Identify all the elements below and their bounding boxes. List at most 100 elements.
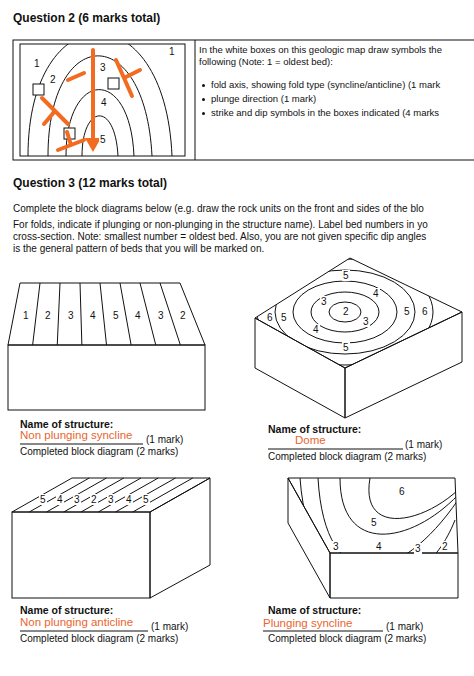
bed-number: 2: [441, 541, 449, 552]
instruction-text: Complete the block diagrams below (e.g. …: [13, 203, 424, 215]
block-side: [255, 318, 345, 418]
bullet-item: strike and dip symbols in the boxes indi…: [199, 107, 469, 119]
bullet-dot: [202, 84, 205, 87]
bed-number: 3: [99, 62, 107, 73]
instruction-text: is the general pattern of beds that you …: [13, 243, 264, 255]
block-front: [330, 553, 458, 598]
instruction-text: For folds, indicate if plunging or non-p…: [13, 219, 428, 231]
bed-boundary: [120, 283, 131, 345]
bed-number: 3: [157, 310, 165, 321]
field-label: Name of structure:: [268, 423, 361, 435]
bed-number: 3: [73, 494, 81, 505]
bed-boundary: [57, 283, 60, 345]
instruction-text: Completed block diagram (2 marks): [20, 633, 178, 645]
bed-boundary: [100, 283, 107, 345]
bed-rings: [257, 259, 433, 365]
bed-number: 1: [33, 58, 41, 69]
block-front: [8, 345, 205, 410]
bed-number: 4: [372, 288, 380, 299]
block-top: [255, 258, 462, 368]
bed-boundary: [29, 478, 89, 512]
block-front: [12, 512, 150, 598]
bed-number: 5: [403, 306, 411, 317]
bed-number: 6: [421, 306, 429, 317]
bed-number: 2: [90, 494, 98, 505]
handwritten-answer: Non plunging syncline: [20, 429, 133, 442]
bullet-item: plunge direction (1 mark): [199, 93, 469, 105]
field-label: Name of structure:: [268, 604, 361, 616]
answer-box: [108, 78, 119, 89]
bed-boundary: [80, 283, 82, 345]
answer-box: [33, 84, 44, 95]
bed-number: 1: [22, 310, 30, 321]
question-heading: Question 3 (12 marks total): [13, 177, 167, 191]
bed-number: 2: [342, 306, 350, 317]
bed-boundary: [98, 478, 158, 512]
answer-line: [268, 449, 403, 450]
map-frame: [20, 44, 185, 156]
instruction-text: In the white boxes on this geologic map …: [199, 44, 469, 69]
bed-boundary: [47, 478, 107, 512]
answer-line: [263, 631, 383, 632]
block-side: [345, 312, 462, 418]
map-beds: [28, 44, 172, 156]
table-frame: [13, 40, 474, 160]
bullet-dot: [202, 98, 205, 101]
handwritten-answer: Non plunging anticline: [20, 616, 133, 629]
instruction-cell: In the white boxes on this geologic map …: [199, 44, 469, 120]
field-label: Name of structure:: [20, 604, 113, 616]
bed-number: 4: [375, 541, 383, 552]
instruction-text: (1 mark): [386, 621, 423, 633]
bed-boundary: [116, 478, 176, 512]
bed-number: 5: [142, 494, 150, 505]
bed-number: 4: [134, 310, 142, 321]
bed-number: 2: [179, 310, 187, 321]
bed-number: 3: [320, 296, 328, 307]
bed-number: 2: [44, 310, 52, 321]
bed-number: 4: [125, 494, 133, 505]
bed-number: 5: [280, 312, 288, 323]
orange-annotations: [42, 50, 140, 150]
bed-number: 4: [312, 324, 320, 335]
instruction-text: Completed block diagram (2 marks): [268, 451, 426, 463]
block-top: [8, 283, 205, 345]
bed-number: 4: [56, 494, 64, 505]
bed-boundary: [64, 478, 124, 512]
bed-number: 3: [67, 310, 75, 321]
bed-number: 3: [414, 543, 422, 554]
question-heading: Question 2 (6 marks total): [13, 12, 160, 26]
bed-number: 5: [99, 134, 107, 145]
block-side: [288, 478, 330, 598]
bed-number: 3: [107, 494, 115, 505]
instruction-text: (1 mark): [405, 439, 442, 451]
bullet-dot: [202, 112, 205, 115]
bed-number: 3: [332, 541, 340, 552]
bed-number: 5: [112, 310, 120, 321]
instruction-text: (1 mark): [146, 434, 183, 446]
bed-number: 5: [342, 342, 350, 353]
block-side: [150, 478, 210, 598]
bed-number: 5: [342, 270, 350, 281]
field-label: Name of structure:: [20, 418, 113, 430]
instruction-text: cross-section. Note: smallest number = o…: [13, 231, 426, 243]
bullet-text: strike and dip symbols in the boxes indi…: [211, 107, 439, 118]
answer-line: [20, 631, 148, 632]
bed-number: 4: [100, 97, 108, 108]
bed-number: 6: [266, 312, 274, 323]
bed-number: 2: [49, 74, 57, 85]
block-top: [288, 478, 458, 553]
bed-boundary: [140, 283, 156, 345]
handwritten-answer: Dome: [295, 434, 326, 447]
bed-boundary: [81, 478, 141, 512]
bed-number: 5: [370, 517, 378, 528]
bed-curves: [300, 478, 458, 586]
table-divider: [195, 40, 196, 160]
bullet-item: fold axis, showing fold type (syncline/a…: [199, 79, 469, 91]
bullet-text: plunge direction (1 mark): [211, 93, 316, 104]
bed-number: 5: [39, 494, 47, 505]
instruction-text: Completed block diagram (2 marks): [20, 446, 178, 458]
bed-number: 4: [89, 310, 97, 321]
bed-number: 3: [362, 316, 370, 327]
instruction-text: Completed block diagram (2 marks): [268, 633, 426, 645]
bed-boundary: [133, 478, 193, 512]
